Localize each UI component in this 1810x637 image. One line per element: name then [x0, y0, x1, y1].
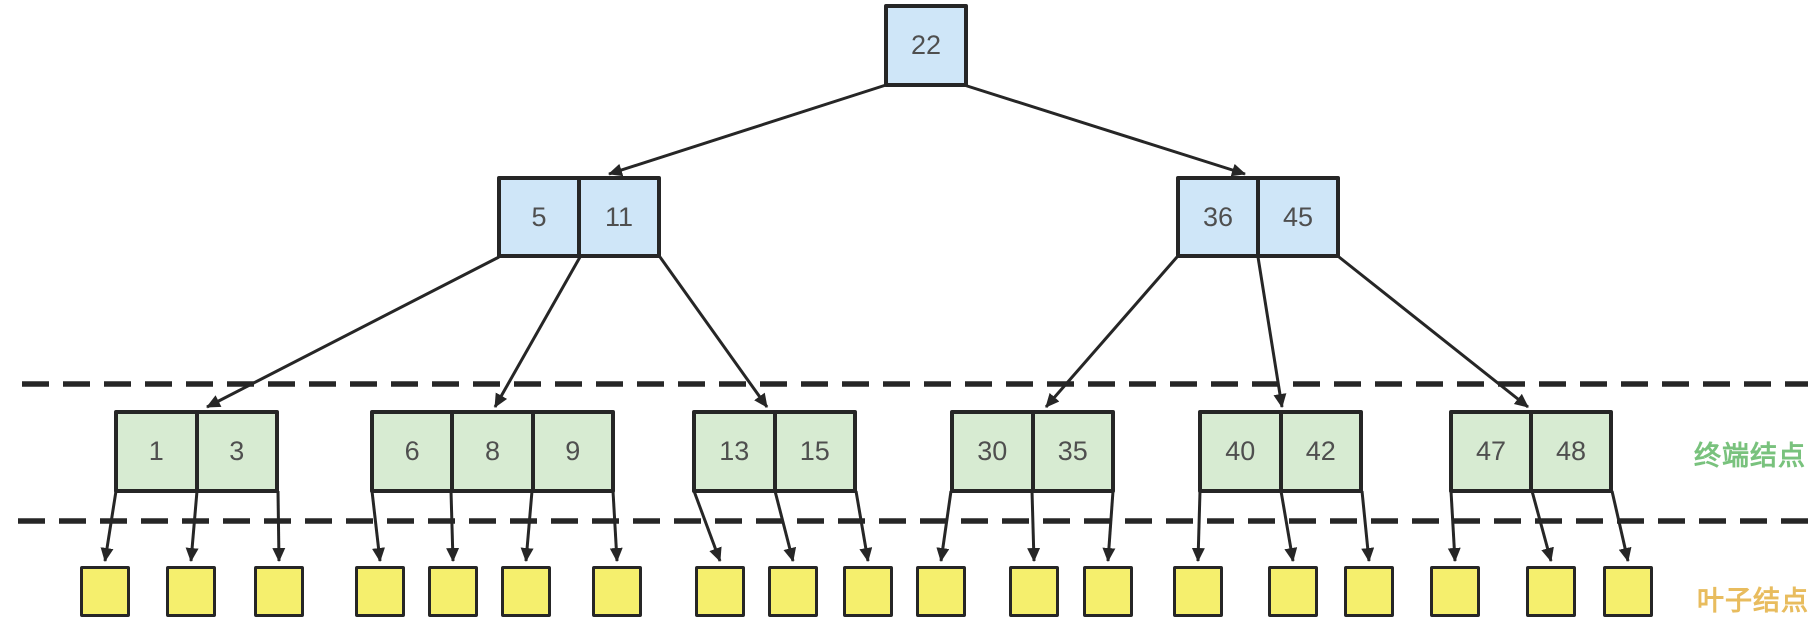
terminal-node-6-8-9: 6 8 9: [370, 410, 615, 493]
leaf-node: [1268, 566, 1318, 617]
terminal-node-30-35: 30 35: [950, 410, 1115, 493]
leaf-node: [1603, 566, 1653, 617]
node-key-cell: 48: [1529, 414, 1609, 489]
edge-13-15-leaf-2: [854, 490, 873, 562]
edge-47-48-leaf-1: [1530, 490, 1554, 562]
terminal-node-13-15: 13 15: [692, 410, 857, 493]
edge-36-45-to-30-35: [1044, 256, 1179, 408]
edge-6-8-9-leaf-1: [446, 490, 460, 562]
internal-node-36-45: 36 45: [1176, 176, 1340, 258]
node-key-cell: 42: [1278, 414, 1360, 489]
node-key-cell: 22: [910, 30, 942, 60]
terminal-node-40-42: 40 42: [1198, 410, 1363, 493]
edge-13-15-leaf-0: [692, 490, 722, 562]
leaf-node: [1083, 566, 1133, 617]
edge-47-48-leaf-0: [1447, 490, 1461, 562]
node-key-cell: 15: [772, 414, 854, 489]
node-key-cell: 35: [1030, 414, 1112, 489]
leaf-node: [768, 566, 818, 617]
node-key-cell: 9: [530, 414, 611, 489]
edge-30-35-leaf-0: [936, 490, 953, 562]
node-key-cell: 47: [1475, 436, 1507, 466]
edge-5-11-to-1-3: [206, 255, 500, 409]
edge-30-35-leaf-2: [1102, 490, 1116, 562]
leaf-node: [166, 566, 216, 617]
edge-13-15-leaf-1: [773, 490, 797, 562]
node-key-cell: 8: [450, 414, 530, 489]
node-key-cell: 30: [977, 436, 1008, 466]
edge-1-3-leaf-0: [100, 490, 118, 562]
node-key-cell: 5: [531, 201, 547, 232]
leaf-node: [501, 566, 551, 617]
leaf-node: [695, 566, 745, 617]
leaf-node: [1526, 566, 1576, 617]
leaf-node: [592, 566, 642, 617]
leaf-node: [1430, 566, 1480, 617]
leaf-node: [1173, 566, 1223, 617]
node-key-cell: 6: [404, 436, 420, 466]
edge-1-3-leaf-2: [272, 490, 286, 562]
edge-40-42-leaf-0: [1191, 490, 1205, 562]
node-key-cell: 3: [194, 414, 276, 489]
leaf-node: [843, 566, 893, 617]
edge-6-8-9-leaf-0: [370, 490, 385, 562]
root-node: 22: [884, 4, 968, 87]
node-key-cell: 1: [148, 436, 164, 466]
edge-36-45-to-40-42: [1256, 256, 1287, 408]
leaf-node: [80, 566, 130, 617]
leaf-node: [355, 566, 405, 617]
edge-36-45-to-47-48: [1338, 255, 1529, 409]
node-key-cell: 36: [1202, 201, 1234, 232]
node-key-cell: 45: [1256, 180, 1336, 254]
edge-5-11-to-6-8-9: [493, 256, 582, 408]
edge-5-11-to-13-15: [658, 256, 769, 408]
edge-47-48-leaf-2: [1610, 490, 1632, 562]
internal-node-5-11: 5 11: [497, 176, 661, 258]
node-key-cell: 13: [719, 436, 750, 466]
edge-6-8-9-leaf-3: [609, 490, 623, 562]
edge-6-8-9-leaf-2: [520, 490, 534, 562]
node-key-cell: 40: [1225, 436, 1256, 466]
terminal-node-1-3: 1 3: [114, 410, 279, 493]
node-key-cell: 11: [577, 180, 657, 254]
edge-root-to-36-45: [963, 83, 1246, 177]
edge-40-42-leaf-2: [1360, 490, 1375, 562]
leaf-node: [428, 566, 478, 617]
leaf-nodes-label: 叶子结点: [1697, 586, 1809, 616]
leaf-node: [1009, 566, 1059, 617]
terminal-node-47-48: 47 48: [1449, 410, 1613, 493]
edge-root-to-5-11: [608, 83, 887, 177]
leaf-node: [916, 566, 966, 617]
edge-40-42-leaf-1: [1279, 490, 1298, 562]
edge-30-35-leaf-1: [1027, 490, 1041, 562]
edge-1-3-leaf-1: [185, 490, 199, 562]
leaf-node: [1344, 566, 1394, 617]
terminal-nodes-label: 终端结点: [1694, 441, 1806, 471]
leaf-node: [254, 566, 304, 617]
